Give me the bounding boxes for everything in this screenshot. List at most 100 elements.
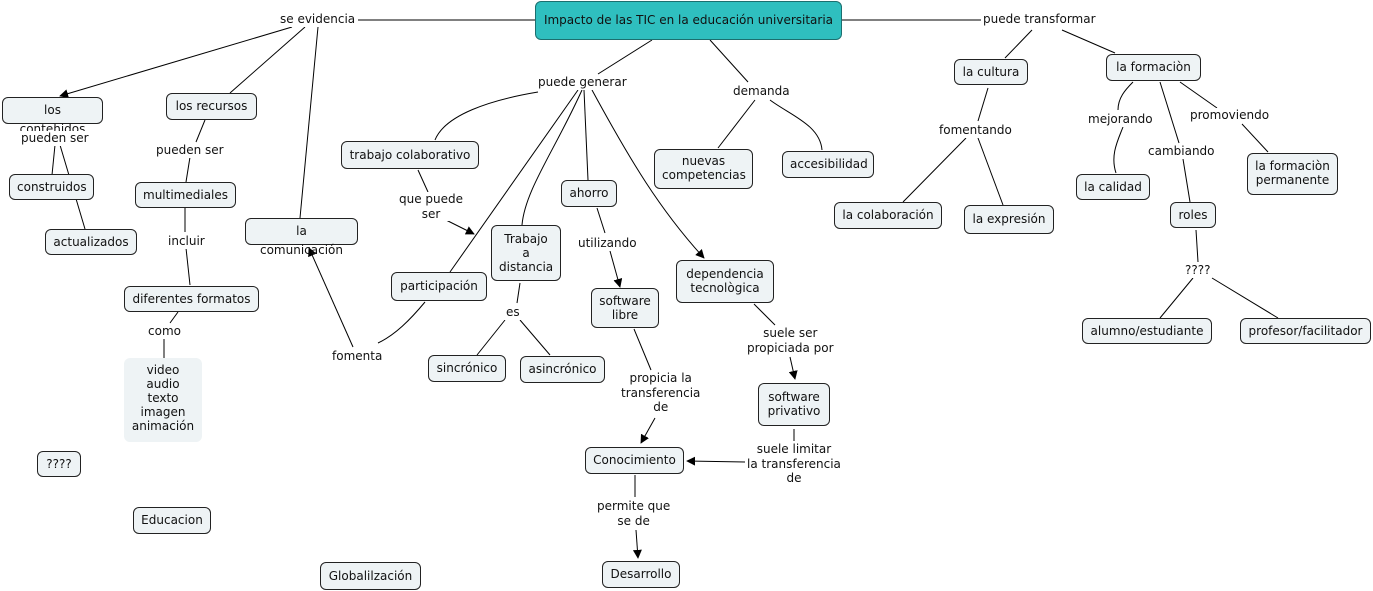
edge-promoviendo-permanente bbox=[1241, 123, 1269, 153]
concept-la-comunicacion[interactable]: la comunicación bbox=[245, 218, 358, 257]
concept-dependencia-tecnologica[interactable]: dependencia tecnològica bbox=[676, 260, 774, 303]
edge-demanda-nuevas-competencias bbox=[717, 99, 756, 149]
concept-la-cultura[interactable]: la cultura bbox=[954, 59, 1028, 85]
concept-la-calidad[interactable]: la calidad bbox=[1076, 174, 1150, 200]
edge-formatos-como bbox=[169, 311, 179, 324]
link-propicia: propicia la transferencia de bbox=[619, 371, 703, 415]
concept-la-expresion[interactable]: la expresión bbox=[964, 205, 1054, 234]
edge-puede-transformar-cultura bbox=[1004, 29, 1033, 59]
edge-utilizando-software-libre bbox=[609, 250, 623, 288]
link-promoviendo: promoviendo bbox=[1188, 108, 1272, 123]
edge-que-puede-ser-distancia bbox=[445, 219, 475, 235]
concept-desarrollo[interactable]: Desarrollo bbox=[602, 561, 680, 588]
edge-participacion-fomenta bbox=[377, 301, 426, 344]
concept-formacion-permanente[interactable]: la formaciòn permanente bbox=[1247, 153, 1338, 195]
concept-diferentes-formatos[interactable]: diferentes formatos bbox=[124, 286, 259, 312]
concept-construidos[interactable]: construidos bbox=[9, 174, 94, 200]
edge-puede-transformar-formacion bbox=[1061, 29, 1116, 54]
concept-los-contenidos[interactable]: los contenidos bbox=[2, 97, 103, 136]
link-suele-ser: suele ser propiciada por bbox=[745, 326, 836, 355]
edge-mejorando-calidad bbox=[1113, 126, 1124, 174]
concept-la-formacion[interactable]: la formaciòn bbox=[1106, 54, 1201, 81]
edge-es-asincronico bbox=[519, 319, 551, 356]
link-puede-transformar: puede transformar bbox=[981, 12, 1098, 27]
link-puede-generar: puede generar bbox=[536, 75, 629, 90]
concept-nuevas-competencias[interactable]: nuevas competencias bbox=[654, 149, 753, 189]
edge-formacion-mejorando bbox=[1117, 81, 1134, 111]
concept-accesibilidad[interactable]: accesibilidad bbox=[782, 151, 874, 178]
edge-demanda-accesibilidad bbox=[769, 99, 823, 151]
edge-distancia-es bbox=[516, 282, 521, 304]
edge-se-evidencia-comunicacion bbox=[299, 26, 319, 219]
edge-formacion-promoviendo bbox=[1179, 81, 1218, 109]
edge-dependencia-suele-ser bbox=[753, 303, 776, 326]
edge-cambiando-roles bbox=[1182, 158, 1191, 203]
concept-unknown-left[interactable]: ???? bbox=[37, 451, 81, 477]
link-pueden-ser-recursos: pueden ser bbox=[154, 143, 226, 158]
edge-fomentando-colaboracion bbox=[902, 137, 967, 203]
edge-incluir-formatos bbox=[185, 247, 191, 286]
link-como: como bbox=[146, 324, 183, 339]
edge-suele-ser-privativo bbox=[788, 356, 798, 380]
link-suele-limitar: suele limitar la transferencia de bbox=[745, 442, 843, 486]
link-fomentando: fomentando bbox=[937, 123, 1014, 138]
link-utilizando: utilizando bbox=[576, 236, 639, 251]
concept-la-colaboracion[interactable]: la colaboración bbox=[834, 202, 942, 229]
concept-trabajo-distancia[interactable]: Trabajo a distancia bbox=[491, 225, 561, 281]
concept-software-privativo[interactable]: software privativo bbox=[758, 383, 830, 426]
concept-participacion[interactable]: participación bbox=[391, 272, 487, 301]
edge-puede-generar-ahorro bbox=[583, 89, 589, 181]
edge-se-evidencia-contenidos bbox=[59, 26, 293, 99]
link-fomenta: fomenta bbox=[330, 349, 385, 364]
edge-fomenta-comunicacion bbox=[308, 247, 354, 348]
edge-suele-limitar-conocimiento bbox=[686, 456, 746, 466]
edge-se-evidencia-recursos bbox=[229, 26, 306, 94]
edge-software-libre-propicia bbox=[633, 328, 652, 371]
concept-alumno-estudiante[interactable]: alumno/estudiante bbox=[1082, 318, 1212, 344]
link-roles-unknown: ???? bbox=[1183, 263, 1213, 278]
edge-puede-generar-trabajo-colaborativo bbox=[434, 91, 539, 141]
link-permite: permite que se de bbox=[595, 499, 673, 528]
concept-formatos-lista[interactable]: video audio texto imagen animación bbox=[124, 358, 202, 442]
edge-recursos-pueden-ser bbox=[195, 119, 206, 143]
link-pueden-ser-contenidos: pueden ser bbox=[19, 131, 91, 146]
edge-permite-desarrollo bbox=[632, 529, 642, 559]
main-topic[interactable]: Impacto de las TIC en la educación unive… bbox=[535, 1, 842, 40]
link-se-evidencia: se evidencia bbox=[278, 12, 358, 27]
link-incluir: incluir bbox=[166, 234, 207, 249]
concept-los-recursos[interactable]: los recursos bbox=[166, 93, 257, 120]
edge-propicia-conocimiento bbox=[640, 417, 656, 444]
edge-puede-generar-dependencia bbox=[591, 89, 705, 259]
concept-actualizados[interactable]: actualizados bbox=[45, 229, 137, 255]
edge-puede-generar-participacion bbox=[449, 89, 579, 273]
link-que-puede-ser: que puede ser bbox=[397, 192, 466, 221]
concept-multimediales[interactable]: multimediales bbox=[135, 182, 236, 208]
concept-software-libre[interactable]: software libre bbox=[591, 288, 659, 328]
concept-sincronico[interactable]: sincrónico bbox=[428, 355, 506, 382]
edge-unknown-alumno bbox=[1159, 277, 1194, 319]
edge-fomentando-expresion bbox=[977, 137, 1004, 206]
concept-asincronico[interactable]: asincrónico bbox=[520, 356, 605, 383]
concept-globalizacion[interactable]: Globalilzación bbox=[320, 562, 421, 590]
edge-title-puede-generar bbox=[597, 39, 653, 75]
link-demanda: demanda bbox=[731, 84, 792, 99]
concept-trabajo-colaborativo[interactable]: trabajo colaborativo bbox=[341, 141, 479, 169]
edge-ahorro-utilizando bbox=[596, 207, 606, 234]
edge-formacion-cambiando bbox=[1159, 81, 1180, 144]
edge-roles-unknown bbox=[1195, 229, 1199, 263]
concept-ahorro[interactable]: ahorro bbox=[561, 180, 617, 207]
edge-puede-generar-trabajo-distancia bbox=[521, 89, 583, 226]
edge-cultura-fomentando bbox=[977, 87, 989, 122]
concept-conocimiento[interactable]: Conocimiento bbox=[585, 447, 684, 474]
concept-educacion[interactable]: Educacion bbox=[133, 507, 211, 534]
concept-roles[interactable]: roles bbox=[1170, 202, 1216, 228]
link-cambiando: cambiando bbox=[1146, 144, 1217, 159]
edge-unknown-profesor bbox=[1211, 277, 1279, 319]
concept-profesor-facilitador[interactable]: profesor/facilitador bbox=[1240, 318, 1371, 344]
edge-pueden-ser-construidos bbox=[51, 144, 56, 176]
edge-pueden-ser-multimediales bbox=[185, 156, 191, 183]
edge-colaborativo-que-puede-ser bbox=[417, 169, 429, 193]
edge-title-demanda bbox=[709, 39, 749, 83]
link-mejorando: mejorando bbox=[1086, 112, 1155, 127]
